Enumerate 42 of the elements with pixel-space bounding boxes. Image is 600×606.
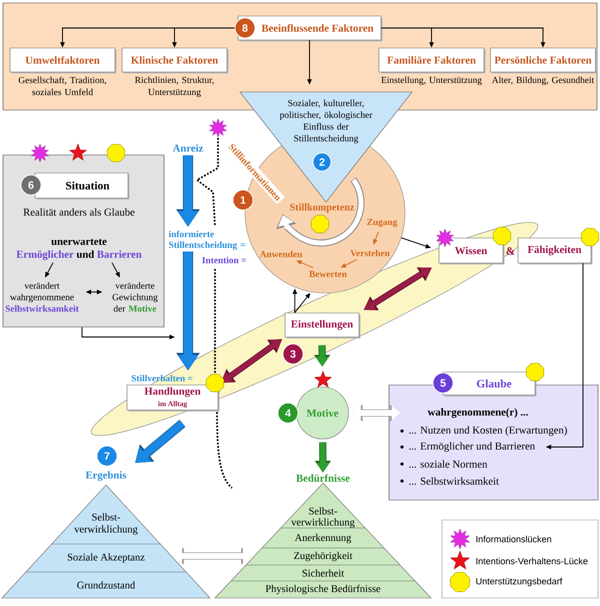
text-label: veränderte Gewichtung der Motive <box>112 282 158 312</box>
text-label: Intention = <box>202 256 246 264</box>
text-label: Bedürfnisse <box>296 474 350 482</box>
text-label: informierte Stillentscheidung = <box>168 230 245 250</box>
list-item: ... Nutzen und Kosten (Erwartungen) <box>409 426 567 436</box>
legend-text: Intentions-Verhaltens-Lücke <box>476 558 588 564</box>
caption-text: Gesellschaft, Tradition, soziales Umfeld <box>18 76 106 96</box>
callout-number: 3 <box>282 344 304 364</box>
callout-number: 8 <box>234 18 256 38</box>
text-label: Realität anders als Glaube <box>23 208 134 216</box>
text-label: Zugang <box>367 218 398 228</box>
list-item: ... Selbstwirksamkeit <box>409 477 499 485</box>
legend-text: Unterstützungsbedarf <box>476 578 562 586</box>
heading-text: wahrgenommene(r) ... <box>428 408 528 418</box>
text-label: Bewerten <box>309 270 347 278</box>
callout-number: 4 <box>278 402 298 424</box>
callout-number: 2 <box>312 152 332 172</box>
text-label: & <box>506 247 515 255</box>
text-label: unerwartete Ermöglicher und Barrieren <box>16 238 142 260</box>
label-box: Wissen <box>438 238 504 264</box>
list-item: ... soziale Normen <box>409 460 488 468</box>
factor-box: Klinische Faktoren <box>122 48 228 74</box>
factor-box: Persönliche Faktoren <box>490 48 597 74</box>
text-label: Ergebnis <box>86 471 126 481</box>
label-box: Fähigkeiten <box>518 238 592 264</box>
text-label: Anreiz <box>172 144 204 152</box>
text-label: Anwenden <box>260 250 302 258</box>
text-label: verändert wahrgenommene Selbstwirksamkeit <box>6 282 79 312</box>
callout-number: 5 <box>432 372 454 394</box>
factor-box: Umweltfaktoren <box>10 48 116 74</box>
caption-text: Richtlinien, Struktur, Unterstützung <box>135 76 214 98</box>
callout-number: 6 <box>20 174 42 196</box>
heading-text: Stillverhalten = <box>132 374 192 382</box>
label-box: Einstellungen <box>284 312 360 338</box>
title-box: Situation <box>34 172 130 200</box>
text-label: Verstehen <box>350 250 390 256</box>
factor-box: Familiäre Faktoren <box>378 48 486 74</box>
caption-text: Einstellung, Unterstützung <box>381 76 482 86</box>
legend-text: Informationslücken <box>476 536 552 542</box>
caption-text: Alter, Bildung, Gesundheit <box>492 76 594 86</box>
list-item: ... Ermöglicher und Barrieren <box>409 442 535 452</box>
callout-number: 7 <box>96 446 118 466</box>
